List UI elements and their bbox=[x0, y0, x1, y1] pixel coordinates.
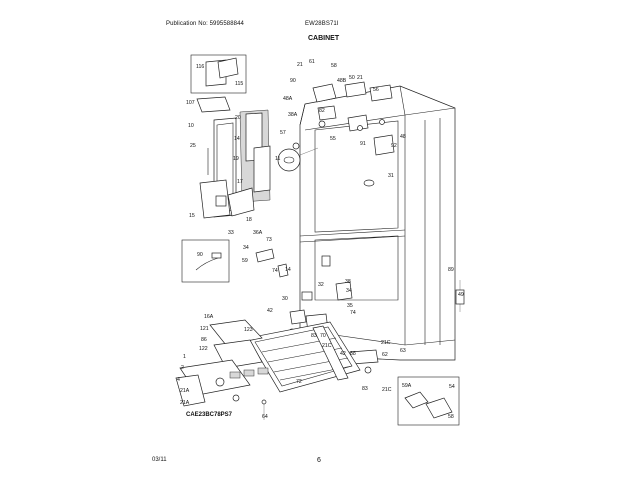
callout: 62 bbox=[382, 352, 388, 358]
callout: 74 bbox=[272, 268, 278, 274]
callout: 14 bbox=[285, 267, 291, 273]
callout: 59A bbox=[402, 383, 412, 389]
callout: 72 bbox=[296, 379, 302, 385]
callout: 38A bbox=[288, 112, 298, 118]
callout: 20 bbox=[235, 115, 241, 121]
callout: 91 bbox=[360, 141, 366, 147]
callout: 38 bbox=[350, 351, 356, 357]
callout: 48 bbox=[400, 134, 406, 140]
callout: 92 bbox=[391, 143, 397, 149]
callout: 21 bbox=[297, 62, 303, 68]
callout: 61 bbox=[309, 59, 315, 65]
callout: 121 bbox=[200, 326, 209, 332]
detail-magnifier bbox=[277, 147, 319, 172]
callout: 21 bbox=[357, 75, 363, 81]
diagram-code: CAE23BC78PS7 bbox=[186, 412, 233, 418]
callout: 42 bbox=[340, 351, 346, 357]
callout: 21A bbox=[180, 388, 190, 394]
callout: 116 bbox=[196, 64, 204, 70]
callout: 50 bbox=[349, 75, 355, 81]
callout: 56 bbox=[373, 87, 379, 93]
callout: 107 bbox=[186, 100, 195, 106]
callout: 55 bbox=[330, 136, 336, 142]
callout: 10 bbox=[188, 123, 194, 129]
vent-assembly bbox=[175, 319, 269, 407]
callout: 123 bbox=[244, 327, 253, 333]
publication-number: Publication No: 5995588844 bbox=[166, 21, 244, 27]
kick-grille bbox=[247, 321, 361, 393]
callout: 54 bbox=[449, 384, 455, 390]
footer-date: 03/11 bbox=[152, 457, 167, 463]
callout: 122 bbox=[199, 346, 208, 352]
callout: 14 bbox=[234, 136, 240, 142]
callout: 82 bbox=[319, 108, 325, 114]
callout: 1 bbox=[183, 354, 186, 360]
callout: 19 bbox=[233, 156, 239, 162]
callout: 89 bbox=[448, 267, 454, 273]
callout: 16A bbox=[204, 314, 214, 320]
callout: 4 bbox=[177, 377, 180, 383]
callout: 31 bbox=[388, 173, 394, 179]
callout: 49 bbox=[458, 292, 464, 298]
callout: 17 bbox=[237, 179, 243, 185]
page-number: 6 bbox=[317, 457, 321, 464]
callout: 70 bbox=[320, 333, 326, 339]
callout: 21A bbox=[180, 400, 190, 406]
callout: 73 bbox=[266, 237, 272, 243]
callout: 58 bbox=[331, 63, 337, 69]
callout: 35 bbox=[347, 303, 353, 309]
section-title: CABINET bbox=[308, 35, 340, 42]
inset-box-top bbox=[190, 54, 247, 94]
callout: 57 bbox=[280, 130, 286, 136]
fastener-column bbox=[261, 280, 465, 420]
callout: 90 bbox=[197, 252, 203, 258]
callout: 34 bbox=[346, 288, 352, 294]
callout: 32 bbox=[318, 282, 324, 288]
callout: 30 bbox=[282, 296, 288, 302]
callout: 21C bbox=[381, 340, 391, 346]
callout: 115 bbox=[235, 81, 243, 87]
callout: 11 bbox=[275, 156, 280, 162]
callout: 34 bbox=[243, 245, 249, 251]
callout: 38 bbox=[345, 279, 351, 285]
callout: 18 bbox=[246, 217, 252, 223]
callout: 83 bbox=[311, 333, 317, 339]
callout: 64 bbox=[262, 414, 268, 420]
callout: 59 bbox=[242, 258, 248, 264]
model-number: EW28BS71I bbox=[305, 21, 339, 27]
callout: 2 bbox=[181, 365, 184, 371]
callout: 74 bbox=[350, 310, 356, 316]
callout: 15 bbox=[189, 213, 195, 219]
middle-brackets bbox=[255, 248, 353, 301]
callout: 21C bbox=[322, 343, 332, 349]
callout: 86 bbox=[201, 337, 207, 343]
callout: 36A bbox=[253, 230, 263, 236]
hinge-brackets bbox=[292, 81, 395, 156]
callout: 42 bbox=[267, 308, 273, 314]
callout: 48A bbox=[283, 96, 293, 102]
callout: 21C bbox=[382, 387, 392, 393]
callout: 48B bbox=[337, 78, 347, 84]
side-panel-assembly bbox=[196, 96, 271, 219]
inset-box-bottom bbox=[397, 376, 460, 426]
callout: 83 bbox=[362, 386, 368, 392]
callout: 25 bbox=[190, 143, 196, 149]
callout: 58 bbox=[448, 414, 454, 420]
callout-labels: 116 115 107 10 20 25 14 19 17 15 18 11 2… bbox=[177, 59, 464, 420]
callout: 33 bbox=[228, 230, 234, 236]
inset-box-cord bbox=[181, 239, 230, 283]
callout: 90 bbox=[290, 78, 296, 84]
callout: 63 bbox=[400, 348, 406, 354]
